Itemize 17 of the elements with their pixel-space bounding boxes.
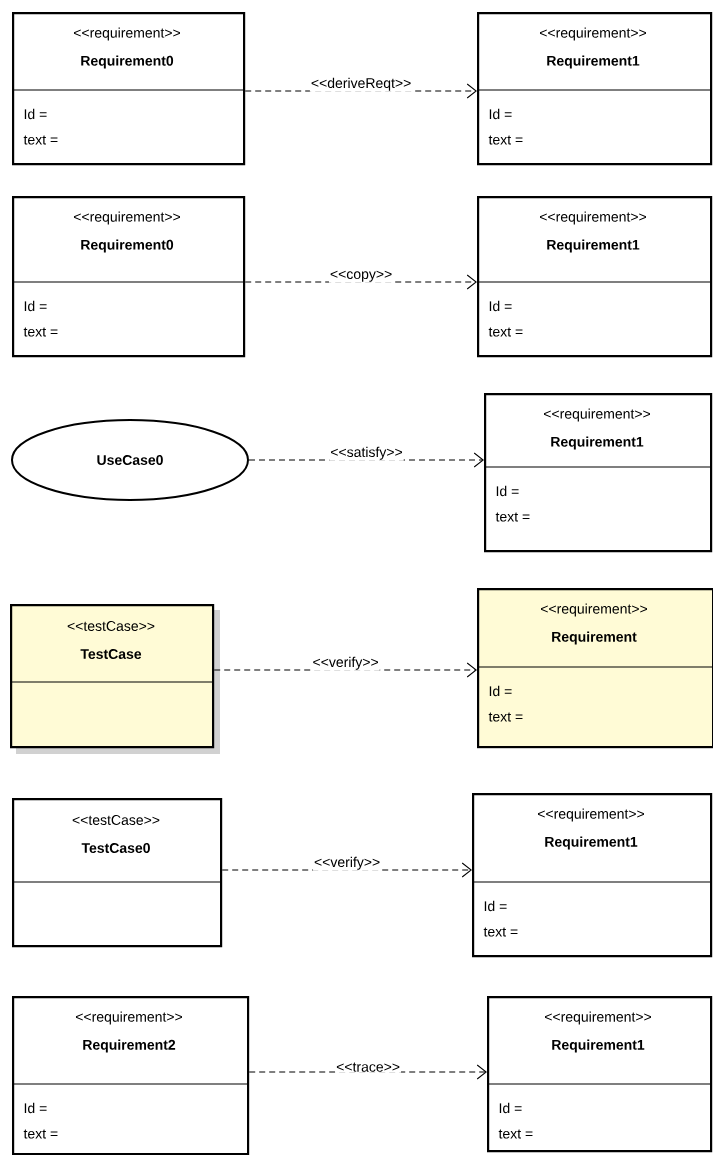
class-box: <<requirement>> Requirement1 Id = text = xyxy=(476,12,713,166)
class-box: <<requirement>> Requirement1 Id = text = xyxy=(471,793,713,958)
edge-label: <<verify>> xyxy=(313,656,378,670)
class-box: <<testCase>> TestCase xyxy=(9,604,215,749)
class-box: <<testCase>> TestCase0 xyxy=(11,798,223,948)
class-box: <<requirement>> Requirement1 Id = text = xyxy=(476,196,713,358)
class-box: <<requirement>> Requirement0 Id = text = xyxy=(11,12,246,166)
edge-label: <<copy>> xyxy=(330,270,392,282)
class-box: <<requirement>> Requirement1 Id = text = xyxy=(483,393,713,553)
edge-label: <<trace>> xyxy=(336,1062,400,1072)
edge-label: <<verify>> xyxy=(314,856,380,870)
edge-label: <<satisfy>> xyxy=(331,446,402,460)
class-box: <<requirement>> Requirement2 Id = text = xyxy=(11,996,250,1155)
class-box: <<requirement>> Requirement Id = text = xyxy=(476,588,713,749)
class-box: <<requirement>> Requirement1 Id = text = xyxy=(486,996,713,1153)
class-box: <<requirement>> Requirement0 Id = text = xyxy=(11,196,246,358)
edge-label: <<deriveReqt>> xyxy=(311,77,411,91)
